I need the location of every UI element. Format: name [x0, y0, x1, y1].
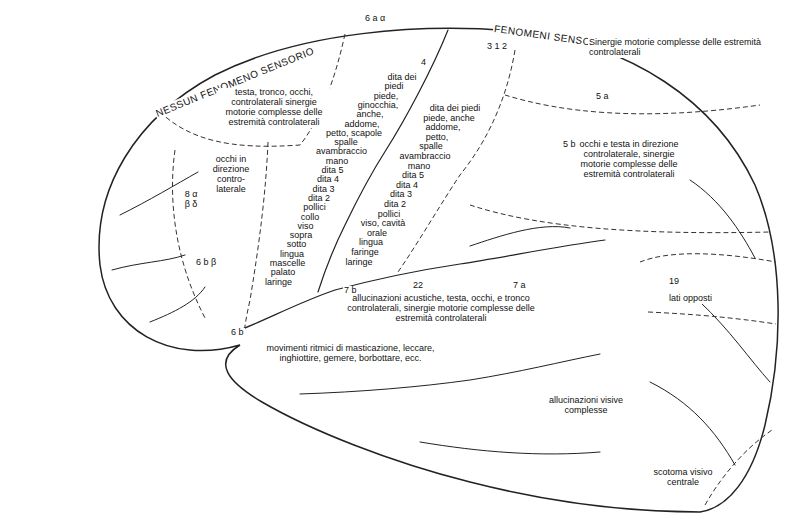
body-part-label: pollici — [377, 210, 402, 220]
area-number: 6 a α — [364, 14, 386, 24]
region-label: movimenti ritmici di masticazione, lecca… — [262, 344, 439, 364]
sulcus — [420, 442, 600, 454]
region-label: testa, tronco, occhi, controlaterali sin… — [218, 88, 330, 128]
body-part-label: petto, — [425, 133, 450, 143]
body-part-label: avambraccio — [398, 152, 451, 162]
area-number: 22 — [412, 281, 424, 291]
region-label: lati opposti — [668, 294, 713, 304]
region-label: scotoma visivo centrale — [652, 468, 714, 488]
body-part-label: lingua — [358, 238, 384, 248]
area-number: 4 — [420, 58, 427, 68]
area-boundary — [160, 34, 345, 146]
body-part-label: dita dei piedi — [429, 104, 482, 114]
body-part-label: dita 5 — [401, 171, 425, 181]
body-part-label: piede, anche — [422, 114, 476, 124]
sulcus — [690, 180, 755, 258]
body-part-label: mano — [407, 162, 432, 172]
area-boundary — [640, 254, 776, 262]
body-part-label: laringe — [264, 278, 293, 288]
sulcus — [112, 255, 185, 270]
sylvian-fissure — [240, 240, 605, 330]
region-label: occhi in direzione contro-laterale — [205, 155, 257, 195]
area-boundary — [398, 50, 515, 272]
area-number: 19 — [668, 277, 680, 287]
body-part-label: viso, cavità — [360, 219, 407, 229]
sulcus — [650, 382, 735, 465]
region-label: occhi e testa in direzione controlateral… — [578, 140, 680, 180]
body-part-label: faringe — [350, 248, 380, 258]
central-sulcus — [318, 30, 448, 292]
brain-outline — [99, 28, 778, 512]
region-label: allucinazioni visive complesse — [540, 396, 632, 416]
area-boundary — [173, 150, 205, 318]
area-boundary — [505, 95, 760, 114]
body-part-label: dita 4 — [395, 181, 419, 191]
sulcus — [700, 302, 770, 382]
body-part-label: dita 3 — [389, 190, 413, 200]
area-boundary — [705, 430, 772, 505]
sulcus — [150, 287, 205, 322]
region-label: allucinazioni acustiche, testa, occhi, e… — [340, 294, 542, 324]
area-number: 8 α β δ — [180, 190, 202, 210]
area-number: 5 a — [595, 92, 610, 102]
area-number: 6 b β — [195, 258, 217, 268]
body-part-label: spalle — [418, 142, 444, 152]
body-part-label: orale — [366, 229, 388, 239]
region-heading: FENOMENI SENSORI — [492, 23, 603, 49]
body-part-label: addome, — [424, 123, 461, 133]
area-number: 5 b — [562, 140, 577, 150]
body-part-label: laringe — [344, 258, 373, 268]
area-boundary — [470, 205, 770, 233]
area-number: 3 1 2 — [486, 42, 508, 52]
area-number: 7 a — [512, 281, 527, 291]
sulcus — [470, 227, 570, 246]
area-boundary — [648, 312, 776, 324]
body-part-label: dita 2 — [383, 200, 407, 210]
area-number: 6 b — [230, 328, 245, 338]
region-label: Sinergie motorie complesse delle estremi… — [588, 38, 765, 58]
